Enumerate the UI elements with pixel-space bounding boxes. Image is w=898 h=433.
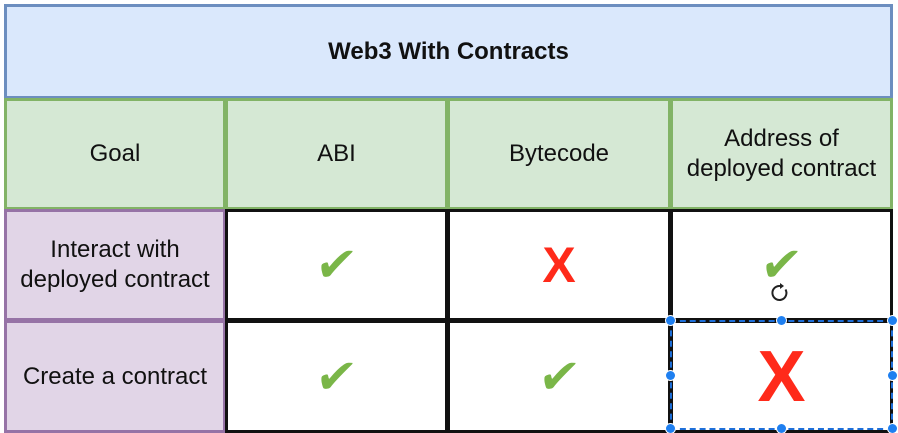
resize-handle-top[interactable] — [777, 316, 786, 325]
cell-create-bytecode[interactable]: ✔ — [447, 320, 671, 433]
resize-handle-right[interactable] — [888, 371, 897, 380]
resize-handle-bottom[interactable] — [777, 424, 786, 433]
cell-interact-bytecode[interactable]: X — [447, 209, 671, 321]
row-label-interact[interactable]: Interact with deployed contract — [4, 209, 226, 321]
cell-create-abi[interactable]: ✔ — [225, 320, 448, 433]
cell-interact-abi[interactable]: ✔ — [225, 209, 448, 321]
check-mark-icon: ✔ — [312, 348, 361, 405]
header-bytecode[interactable]: Bytecode — [447, 98, 671, 210]
selection-box[interactable] — [670, 320, 893, 430]
row-label-create-text: Create a contract — [22, 362, 208, 390]
red-x-icon: X — [542, 237, 576, 293]
row-label-create[interactable]: Create a contract — [4, 320, 226, 433]
header-address[interactable]: Address of deployed contract — [670, 98, 893, 210]
header-abi[interactable]: ABI — [225, 98, 448, 210]
header-goal-text: Goal — [89, 140, 141, 167]
cell-create-address[interactable]: X — [670, 320, 893, 433]
red-x-icon: X — [757, 336, 806, 417]
check-mark-icon: ✔ — [534, 348, 584, 405]
header-address-text: Address of deployed contract — [686, 125, 877, 182]
resize-handle-bottom-left[interactable] — [666, 424, 675, 433]
resize-handle-bottom-right[interactable] — [888, 424, 897, 433]
table-title-text: Web3 With Contracts — [328, 37, 569, 65]
check-mark-icon: ✔ — [757, 237, 806, 293]
table-title[interactable]: Web3 With Contracts — [4, 4, 893, 99]
rotate-handle-icon[interactable] — [770, 283, 790, 303]
header-abi-text: ABI — [317, 140, 356, 167]
header-goal[interactable]: Goal — [4, 98, 226, 210]
resize-handle-left[interactable] — [666, 371, 675, 380]
resize-handle-top-left[interactable] — [666, 316, 675, 325]
resize-handle-top-right[interactable] — [888, 316, 897, 325]
cell-interact-address[interactable]: ✔ — [670, 209, 893, 321]
header-bytecode-text: Bytecode — [508, 140, 610, 167]
check-mark-icon: ✔ — [312, 237, 361, 293]
row-label-interact-text: Interact with deployed contract — [20, 236, 210, 293]
